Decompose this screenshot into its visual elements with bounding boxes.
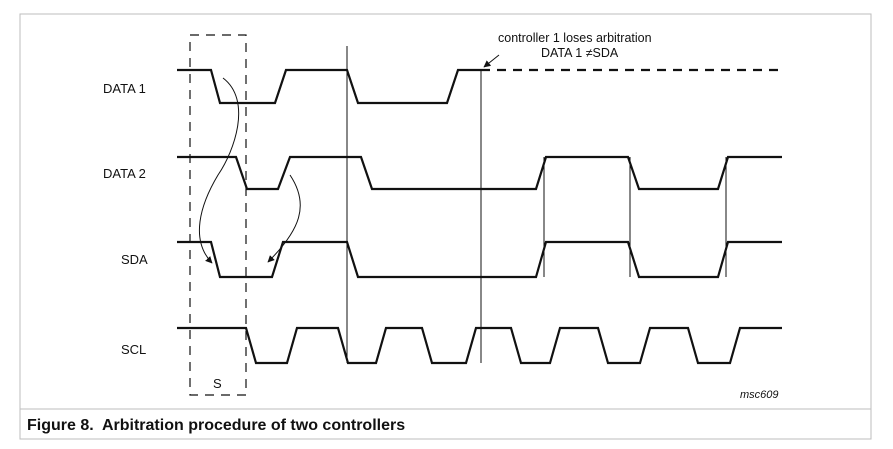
annotation-data-mismatch: DATA 1 ≠SDA (541, 46, 619, 60)
start-condition-box (189, 34, 247, 396)
annotation-arbitration-lost: controller 1 loses arbitration (498, 31, 652, 45)
signal-label-data1: DATA 1 (103, 81, 146, 96)
signal-label-data2: DATA 2 (103, 166, 146, 181)
figure-frame (19, 13, 872, 440)
arrow-data2-to-sda (267, 174, 301, 263)
arrow-arbitration-loss (483, 54, 500, 68)
waveform-data1 (177, 68, 481, 105)
waveform-scl (177, 326, 782, 365)
signal-label-scl: SCL (121, 342, 146, 357)
figure-code: msc609 (740, 389, 779, 401)
arrow-data1-to-sda (199, 77, 240, 264)
start-label: S (213, 376, 222, 391)
figure-caption: Figure 8. Arbitration procedure of two c… (27, 417, 405, 434)
signal-label-sda: SDA (121, 252, 148, 267)
waveform-sda (177, 240, 782, 279)
waveform-data2 (177, 155, 782, 191)
